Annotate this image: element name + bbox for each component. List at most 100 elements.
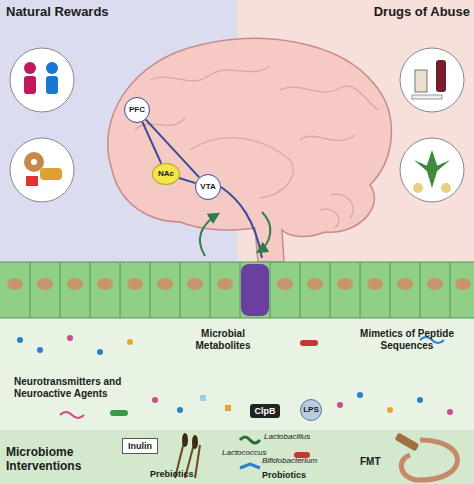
nucleus xyxy=(67,278,83,290)
wheat-head xyxy=(192,435,198,449)
burger-icon xyxy=(40,168,62,180)
node-text: Microbial Metabolites xyxy=(178,328,268,351)
plant-icon xyxy=(400,138,464,202)
nucleus xyxy=(397,278,413,290)
enteroendocrine-cell xyxy=(241,264,269,316)
region-circle: PFC xyxy=(124,97,150,123)
epithelium xyxy=(0,262,474,318)
node-text: PFC xyxy=(125,98,149,122)
gyrus xyxy=(280,86,378,110)
panel-band: Microbiome InterventionsPrebiotics Lactob… xyxy=(0,430,474,484)
nucleus xyxy=(307,278,323,290)
region-circle: NAc xyxy=(152,163,180,185)
fmt-art xyxy=(395,433,458,480)
particle xyxy=(200,395,206,401)
particle xyxy=(417,397,423,403)
drug-icon xyxy=(400,48,464,112)
rod-bacterium xyxy=(300,340,318,346)
vta-projection xyxy=(221,187,262,258)
node-text: Prebiotics xyxy=(150,469,210,479)
epithelium-base xyxy=(0,262,474,318)
node-text: Inulin xyxy=(123,439,157,453)
particle xyxy=(67,335,73,341)
person-icon xyxy=(46,76,58,94)
cerebellum-line xyxy=(320,209,339,228)
bifidobacterium-shape xyxy=(240,464,260,468)
region-circle: LPS xyxy=(300,399,322,421)
bottle-icon xyxy=(436,60,446,92)
intervention-fill xyxy=(0,430,474,484)
nucleus xyxy=(37,278,53,290)
gyrus xyxy=(150,66,270,81)
gut-to-brain-arrow xyxy=(200,214,218,256)
tube-shape xyxy=(395,433,420,452)
nuclei xyxy=(7,278,471,290)
pathway-line xyxy=(179,178,196,183)
node-text: Natural Rewards xyxy=(6,5,166,20)
particle xyxy=(337,402,343,408)
nucleus xyxy=(7,278,23,290)
brain-to-gut-arrow xyxy=(258,212,270,252)
pill-icon xyxy=(441,183,451,193)
gyrus xyxy=(300,135,355,140)
nucleus xyxy=(277,278,293,290)
particle xyxy=(17,337,23,343)
particle xyxy=(357,392,363,398)
particle xyxy=(152,397,158,403)
social-icon xyxy=(10,48,74,112)
cell-lines xyxy=(0,262,474,318)
node-text: FMT xyxy=(360,456,390,468)
nucleus xyxy=(217,278,233,290)
node-text: Lactobacillus xyxy=(264,432,334,441)
particle xyxy=(447,409,453,415)
node-text: Probiotics xyxy=(262,470,322,480)
lactobacillus-shape xyxy=(240,437,260,443)
nucleus xyxy=(97,278,113,290)
nucleus xyxy=(127,278,143,290)
nucleus xyxy=(157,278,173,290)
node-text: Lactococcus xyxy=(222,448,292,457)
rod-bacterium xyxy=(110,410,128,416)
particle xyxy=(387,407,393,413)
label-box: Inulin xyxy=(122,438,158,454)
rod-bacterium xyxy=(60,412,84,418)
person-icon xyxy=(46,62,58,74)
particle xyxy=(97,349,103,355)
donut-hole xyxy=(31,159,37,165)
cell-borders xyxy=(0,262,474,318)
brain-outline xyxy=(108,38,392,262)
panel-band: Neurotransmitters and Neuroactive Agents… xyxy=(0,318,474,430)
brain-gyri xyxy=(135,66,378,228)
node-text: Mimetics of Peptide Sequences xyxy=(352,328,462,351)
cerebellum-line xyxy=(330,194,353,218)
food-icon xyxy=(10,138,74,202)
fries-icon xyxy=(26,176,38,186)
lumen-fill xyxy=(0,318,474,430)
corpus-callosum xyxy=(190,138,293,198)
donut-icon xyxy=(24,152,44,172)
node-text: Drugs of Abuse xyxy=(364,5,470,20)
glass-icon xyxy=(415,70,427,92)
cannabis-leaf xyxy=(414,160,450,172)
person-icon xyxy=(24,62,36,74)
node-text: VTA xyxy=(196,175,220,199)
region-circle: VTA xyxy=(195,174,221,200)
nucleus xyxy=(427,278,443,290)
node-text: Microbiome Interventions xyxy=(6,446,116,474)
nucleus xyxy=(187,278,203,290)
node-text: Neurotransmitters and Neuroactive Agents xyxy=(14,376,144,399)
node-text: ClpB xyxy=(250,404,280,418)
node-text: LPS xyxy=(301,400,321,420)
pill-icon xyxy=(413,183,423,193)
person-icon xyxy=(24,76,36,94)
particle xyxy=(127,339,133,345)
particle xyxy=(225,405,231,411)
particle xyxy=(37,347,43,353)
node-text: Bifidobacterium xyxy=(262,456,352,465)
node-text: NAc xyxy=(153,164,179,184)
pathway-line xyxy=(142,122,161,164)
nucleus xyxy=(337,278,353,290)
wheat-head xyxy=(182,433,188,447)
nucleus xyxy=(367,278,383,290)
